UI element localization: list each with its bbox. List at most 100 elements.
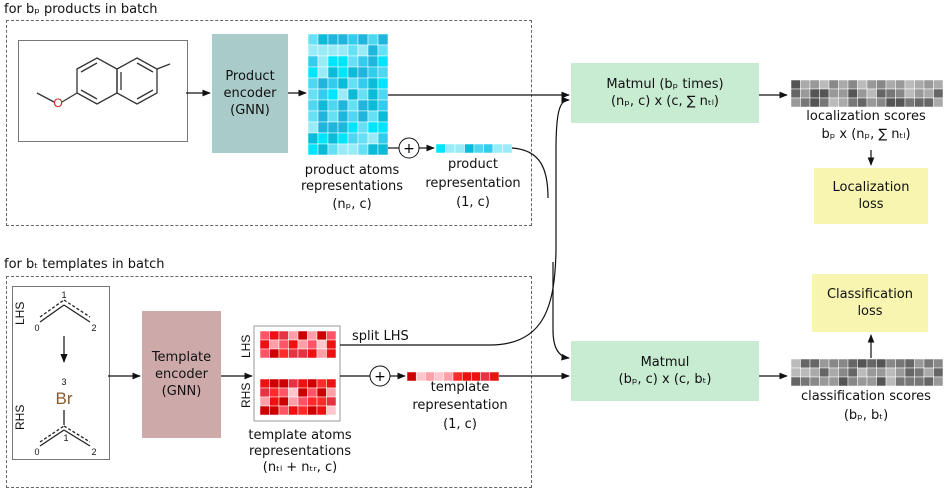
template-rhs-cell	[307, 387, 318, 398]
classification-score-cell	[857, 367, 868, 378]
template-rhs-cell	[269, 378, 280, 389]
localization-score-cell	[790, 79, 801, 90]
localization-score-cell	[885, 79, 896, 90]
product-repr-label: product representation (1, c)	[414, 157, 532, 211]
template-repr-cell	[434, 371, 445, 382]
classification-score-cell	[895, 376, 906, 387]
template-lhs-bond-dashed	[63, 299, 91, 318]
product-atom-cell	[337, 44, 349, 57]
template-rhs-cell	[259, 396, 270, 407]
product-atom-cell	[377, 99, 389, 112]
template-repr-label-line3: (1, c)	[443, 417, 477, 432]
template-rhs-matrix	[259, 378, 337, 416]
template-encoder-line3: (GNN)	[161, 384, 202, 399]
template-lhs-cell	[278, 330, 289, 341]
classification-score-cell	[923, 358, 934, 369]
localization-scores-matrix	[790, 79, 944, 108]
template-lhs-cell	[288, 339, 299, 350]
product-repr-cell	[473, 143, 484, 154]
product-atom-cell	[377, 110, 389, 123]
matmul-top-box: Matmul (bₚ times) (nₚ, c) x (c, ∑ nₜₗ)	[571, 63, 759, 123]
product-atom-cell	[377, 33, 389, 46]
classification-score-cell	[847, 358, 858, 369]
classification-score-cell	[866, 358, 877, 369]
template-rhs-cell	[316, 405, 327, 416]
localization-score-cell	[857, 79, 868, 90]
localization-scores-line2: bₚ x (nₚ, ∑ nₜₗ)	[821, 127, 911, 142]
localization-score-cell	[876, 88, 887, 99]
template-lhs-cell	[278, 339, 289, 350]
template-lhs-cell	[326, 348, 337, 359]
product-atom-cell	[377, 66, 389, 79]
template-rhs-cell	[278, 378, 289, 389]
localization-loss-line2: loss	[858, 197, 884, 212]
template-rhs-bond	[39, 429, 65, 447]
template-atoms-label-line1: template atoms	[248, 428, 352, 443]
localization-score-cell	[847, 97, 858, 108]
classification-score-cell	[819, 376, 830, 387]
template-repr-cell	[480, 371, 491, 382]
product-atom-cell	[317, 121, 329, 134]
localization-score-cell	[876, 79, 887, 90]
product-atom-cell	[347, 66, 359, 79]
classification-score-cell	[838, 376, 849, 387]
product-atom-cell	[357, 99, 369, 112]
template-rhs-cell	[307, 405, 318, 416]
template-rhs-cell	[269, 387, 280, 398]
template-repr-cell	[471, 371, 481, 382]
product-atom-cell	[377, 132, 389, 145]
localization-scores-label: localization scores bₚ x (nₚ, ∑ nₜₗ)	[786, 109, 946, 143]
product-atom-cell	[337, 55, 349, 68]
product-atom-cell	[327, 77, 339, 90]
classification-score-cell	[866, 367, 877, 378]
template-repr-cell	[452, 371, 463, 382]
classification-score-cell	[866, 376, 877, 387]
template-lhs-cell	[259, 348, 270, 359]
product-atom-cell	[307, 110, 319, 123]
localization-score-cell	[895, 79, 906, 90]
product-atom-cell	[327, 33, 339, 46]
product-atom-cell	[347, 121, 359, 134]
localization-score-cell	[885, 88, 896, 99]
template-repr-label-line1: template	[430, 380, 490, 395]
template-encoder-line2: encoder	[155, 367, 208, 382]
template-reaction-graph	[39, 299, 91, 447]
template-lhs-cell	[316, 339, 327, 350]
template-rhs-cell	[326, 396, 337, 407]
matmul-bottom-line2: (bₚ, c) x (c, bₜ)	[618, 372, 712, 387]
product-atom-cell	[367, 143, 379, 156]
template-lhs-cell	[278, 348, 289, 359]
localization-score-cell	[914, 79, 925, 90]
template-lhs-cell	[288, 348, 299, 359]
template-rhs-cell	[278, 405, 289, 416]
localization-score-cell	[923, 79, 934, 90]
product-atom-cell	[357, 77, 369, 90]
product-atom-cell	[347, 88, 359, 101]
molecule-oxygen-label: O	[53, 96, 62, 110]
template-lhs-bond	[63, 304, 91, 323]
localization-score-cell	[904, 97, 915, 108]
atom-number: 3	[61, 377, 66, 387]
template-lhs-cell	[307, 330, 318, 341]
classification-score-cell	[904, 367, 915, 378]
product-atom-cell	[307, 132, 319, 145]
localization-score-cell	[923, 97, 934, 108]
localization-score-cell	[847, 79, 858, 90]
product-atom-cell	[367, 110, 379, 123]
template-rhs-cell	[259, 405, 270, 416]
classification-score-cell	[895, 358, 906, 369]
product-repr-cell	[464, 143, 475, 154]
localization-score-cell	[819, 88, 830, 99]
product-atom-cell	[367, 99, 379, 112]
product-repr-cell	[502, 143, 513, 154]
product-repr-cell	[435, 143, 446, 154]
classification-score-cell	[885, 376, 896, 387]
localization-score-cell	[866, 97, 877, 108]
localization-score-cell	[790, 88, 801, 99]
molecule-double-bond	[80, 89, 98, 100]
product-atom-cell	[307, 44, 319, 57]
product-repr-label-line1: product	[447, 157, 498, 172]
classification-loss-box: Classification loss	[812, 274, 928, 332]
molecule-ring-left	[76, 57, 118, 105]
